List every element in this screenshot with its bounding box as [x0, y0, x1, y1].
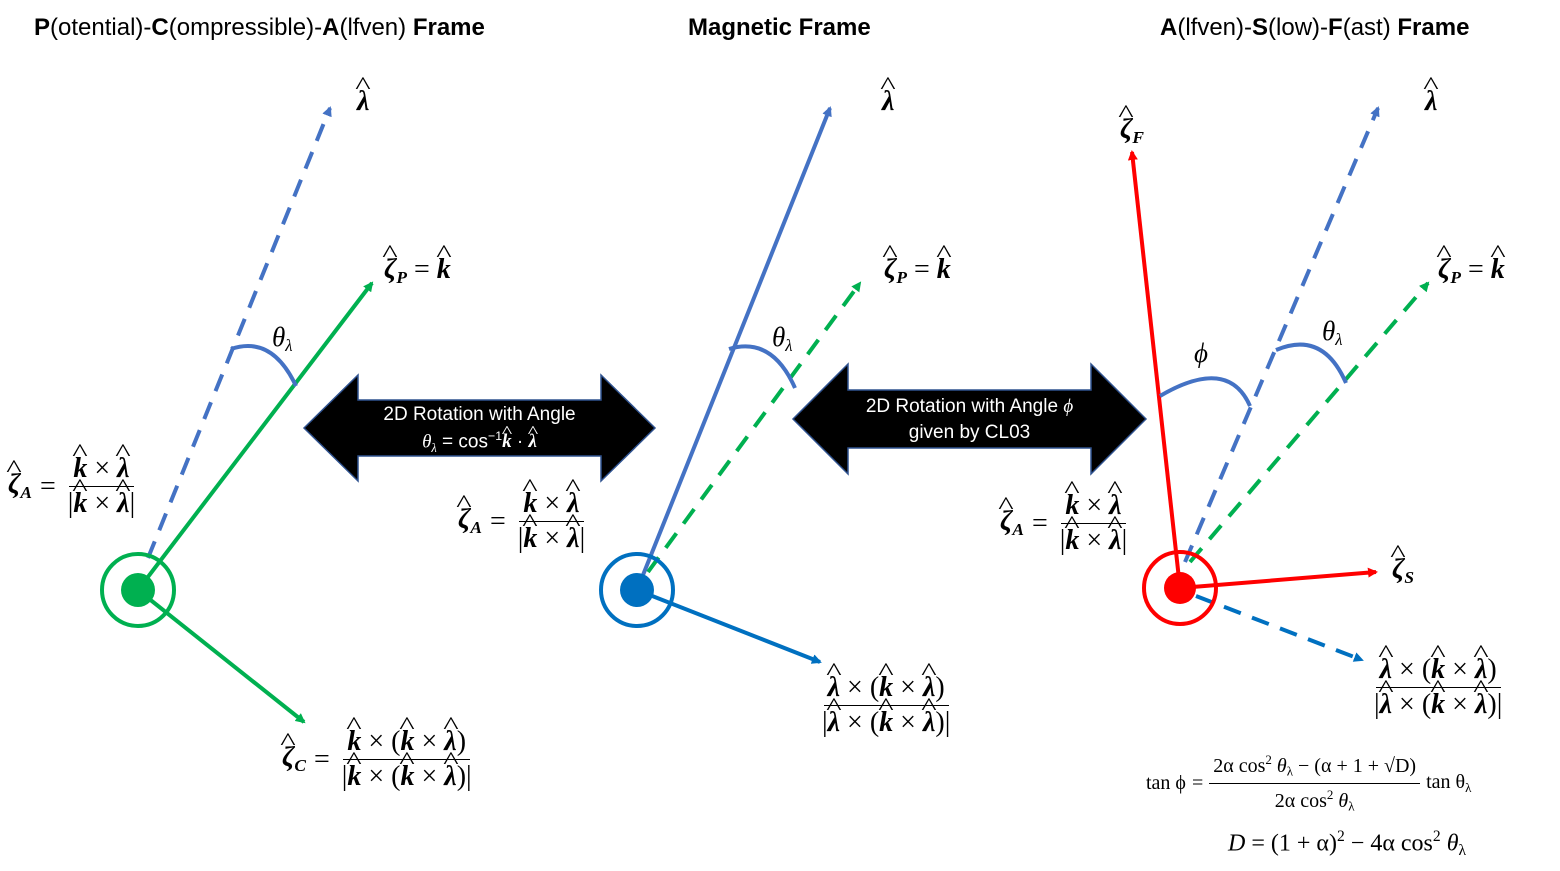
asf-phi-arc [1158, 376, 1252, 407]
mag-zeta-p-label: ζP = k [884, 256, 951, 287]
d-equation: D = (1 + α)2 − 4α cos2 θλ [1228, 828, 1467, 860]
asf-zeta-s-axis [1179, 567, 1378, 590]
pca-lambda-axis [146, 106, 332, 559]
asf-lambda-label: λ [1425, 88, 1437, 116]
asf-zeta-s-label: ζS [1392, 556, 1414, 587]
asf-zeta-p-axis [1188, 281, 1430, 564]
pca-theta-arc [230, 344, 298, 387]
asf-frame [1127, 106, 1430, 662]
asf-perp-axis [1195, 594, 1364, 662]
pca-origin-ring [100, 552, 176, 628]
asf-zeta-a-equation: ζA = k × λ |k × λ| [1000, 492, 1131, 555]
asf-lambda-axis [1183, 106, 1380, 563]
pca-zeta-c-axis [136, 588, 306, 724]
mag-theta-arc [728, 344, 797, 389]
pca-theta-label: θλ [272, 322, 293, 356]
asf-phi-label: ϕ [1194, 338, 1208, 368]
asf-zeta-p-label: ζP = k [1438, 256, 1505, 287]
pca-zeta-a-equation: ζA = k × λ |k × λ| [8, 455, 139, 518]
asf-frame-title: A(lfven)-S(low)-F(ast) Frame [1160, 14, 1470, 41]
mag-perp-equation: λ × (k × λ) |λ × (k × λ)| [818, 674, 954, 737]
rotation-left-label: 2D Rotation with Angle θλ = cos−1 k · λ [358, 402, 601, 456]
pca-frame [100, 106, 374, 724]
asf-origin-dot [1164, 572, 1196, 604]
mag-perp-axis [636, 588, 822, 664]
mag-lambda-label: λ [882, 88, 894, 116]
pca-zeta-p-axis [136, 281, 374, 592]
mag-origin-ring [599, 552, 675, 628]
pca-zeta-p-label: ζP = k [384, 256, 451, 287]
rotation-arrow-right [791, 362, 1148, 476]
pca-origin-dot [121, 573, 155, 607]
pca-frame-title: P(otential)-C(ompressible)-A(lfven) Fram… [34, 14, 485, 41]
mag-theta-label: θλ [772, 322, 793, 356]
rotation-arrow-left [302, 373, 657, 483]
magnetic-frame [599, 106, 862, 664]
mag-zeta-a-equation: ζA = k × λ |k × λ| [458, 490, 589, 553]
rotation-right-label: 2D Rotation with Angle ϕ given by CL03 [865, 396, 1074, 443]
tan-phi-equation: tan ϕ = 2α cos2 θλ − (α + 1 + √D) 2α cos… [1146, 752, 1472, 814]
asf-zeta-f-label: ζF [1120, 116, 1144, 147]
asf-theta-label: θλ [1322, 316, 1343, 350]
asf-origin-ring [1142, 550, 1218, 626]
asf-perp-equation: λ × (k × λ) |λ × (k × λ)| [1370, 656, 1506, 719]
mag-origin-dot [620, 573, 654, 607]
pca-zeta-c-equation: ζC = k × (k × λ) |k × (k × λ)| [282, 728, 476, 791]
asf-theta-arc [1275, 342, 1348, 384]
magnetic-frame-title: Magnetic Frame [688, 14, 871, 41]
asf-zeta-f-axis [1127, 150, 1182, 589]
pca-lambda-label: λ [357, 88, 369, 116]
